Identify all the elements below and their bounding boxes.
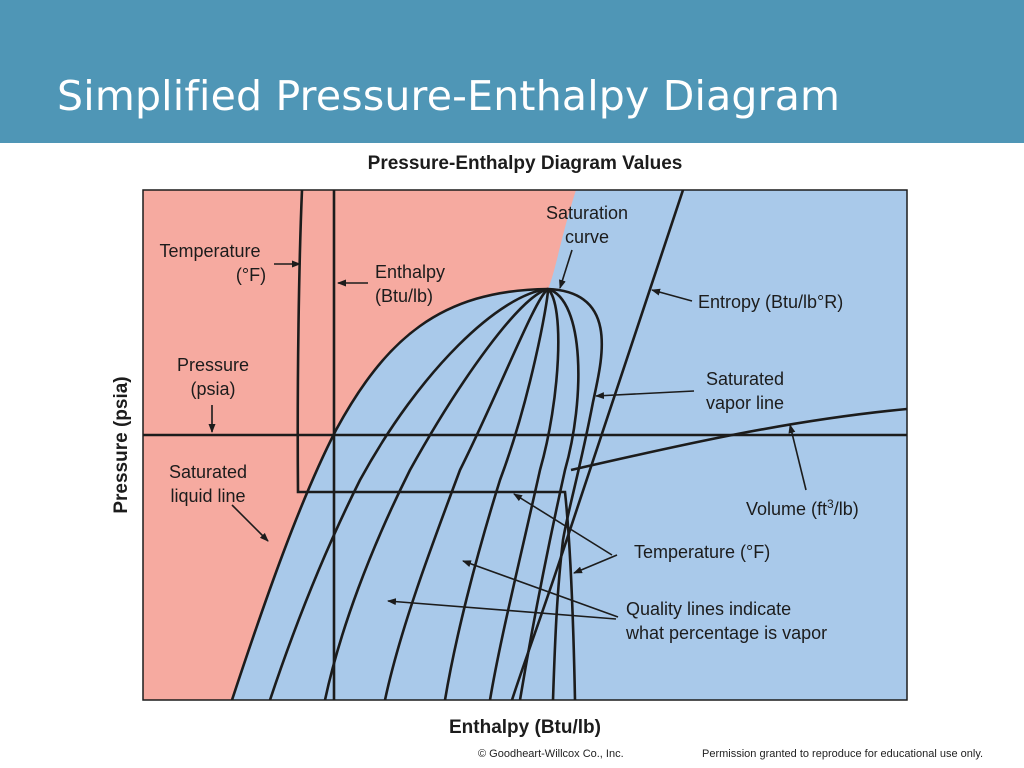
quality-line-4 xyxy=(443,288,550,700)
saturated-vapor-label-2: vapor line xyxy=(706,393,784,413)
temperature-label-2: (°F) xyxy=(236,265,266,285)
saturated-vapor-arrow xyxy=(595,390,695,400)
volume-label-sup: 3 xyxy=(827,497,834,511)
header-bar: Simplified Pressure-Enthalpy Diagram xyxy=(0,0,1024,143)
footer-permission: Permission granted to reproduce for educ… xyxy=(702,748,984,760)
entropy-label: Entropy (Btu/lb°R) xyxy=(698,292,843,312)
footer-copyright: © Goodheart-Willcox Co., Inc. xyxy=(478,748,624,760)
diagram-title: Pressure-Enthalpy Diagram Values xyxy=(368,153,683,174)
quality-line-3 xyxy=(383,287,549,700)
enthalpy-label-1: Enthalpy xyxy=(375,262,445,282)
quality-line-6 xyxy=(518,287,580,700)
volume-arrow xyxy=(788,424,807,491)
saturated-vapor-line xyxy=(547,287,604,700)
saturation-arrow xyxy=(559,249,573,289)
quality-arrow-1 xyxy=(462,560,619,618)
volume-label-prefix: Volume (ft xyxy=(746,499,827,519)
entropy-arrow xyxy=(651,288,693,302)
slide-title: Simplified Pressure-Enthalpy Diagram xyxy=(57,72,841,120)
volume-label-suffix: /lb) xyxy=(834,499,859,519)
temperature-right-arrow-2 xyxy=(573,554,618,574)
saturated-liquid-line xyxy=(230,287,549,700)
quality-line-1 xyxy=(268,287,549,700)
quality-line-2 xyxy=(323,287,549,700)
saturated-vapor-label-1: Saturated xyxy=(706,369,784,389)
pressure-label-2: (psia) xyxy=(190,379,235,399)
plot-frame xyxy=(142,189,908,701)
enthalpy-label-2: (Btu/lb) xyxy=(375,286,433,306)
volume-label: Volume (ft3/lb) xyxy=(746,497,859,519)
temperature-right-arrow-1 xyxy=(513,493,613,556)
volume-line xyxy=(570,407,907,472)
pressure-label-1: Pressure xyxy=(177,355,249,375)
y-axis-label: Pressure (psia) xyxy=(111,376,132,513)
saturated-liquid-label-2: liquid line xyxy=(170,486,245,506)
quality-label-2: what percentage is vapor xyxy=(625,623,827,643)
temperature-right-label: Temperature (°F) xyxy=(634,542,770,562)
saturated-liquid-arrow xyxy=(231,504,269,542)
saturated-liquid-label-1: Saturated xyxy=(169,462,247,482)
x-axis-label: Enthalpy (Btu/lb) xyxy=(449,717,601,738)
saturation-label-1: Saturation xyxy=(546,203,628,223)
entropy-line xyxy=(510,190,685,700)
quality-line-5 xyxy=(488,288,560,700)
temperature-label-1: Temperature xyxy=(159,241,260,261)
liquid-region xyxy=(143,190,576,700)
saturation-label-2: curve xyxy=(565,227,609,247)
quality-arrow-2 xyxy=(387,598,617,620)
quality-label-1: Quality lines indicate xyxy=(626,599,791,619)
